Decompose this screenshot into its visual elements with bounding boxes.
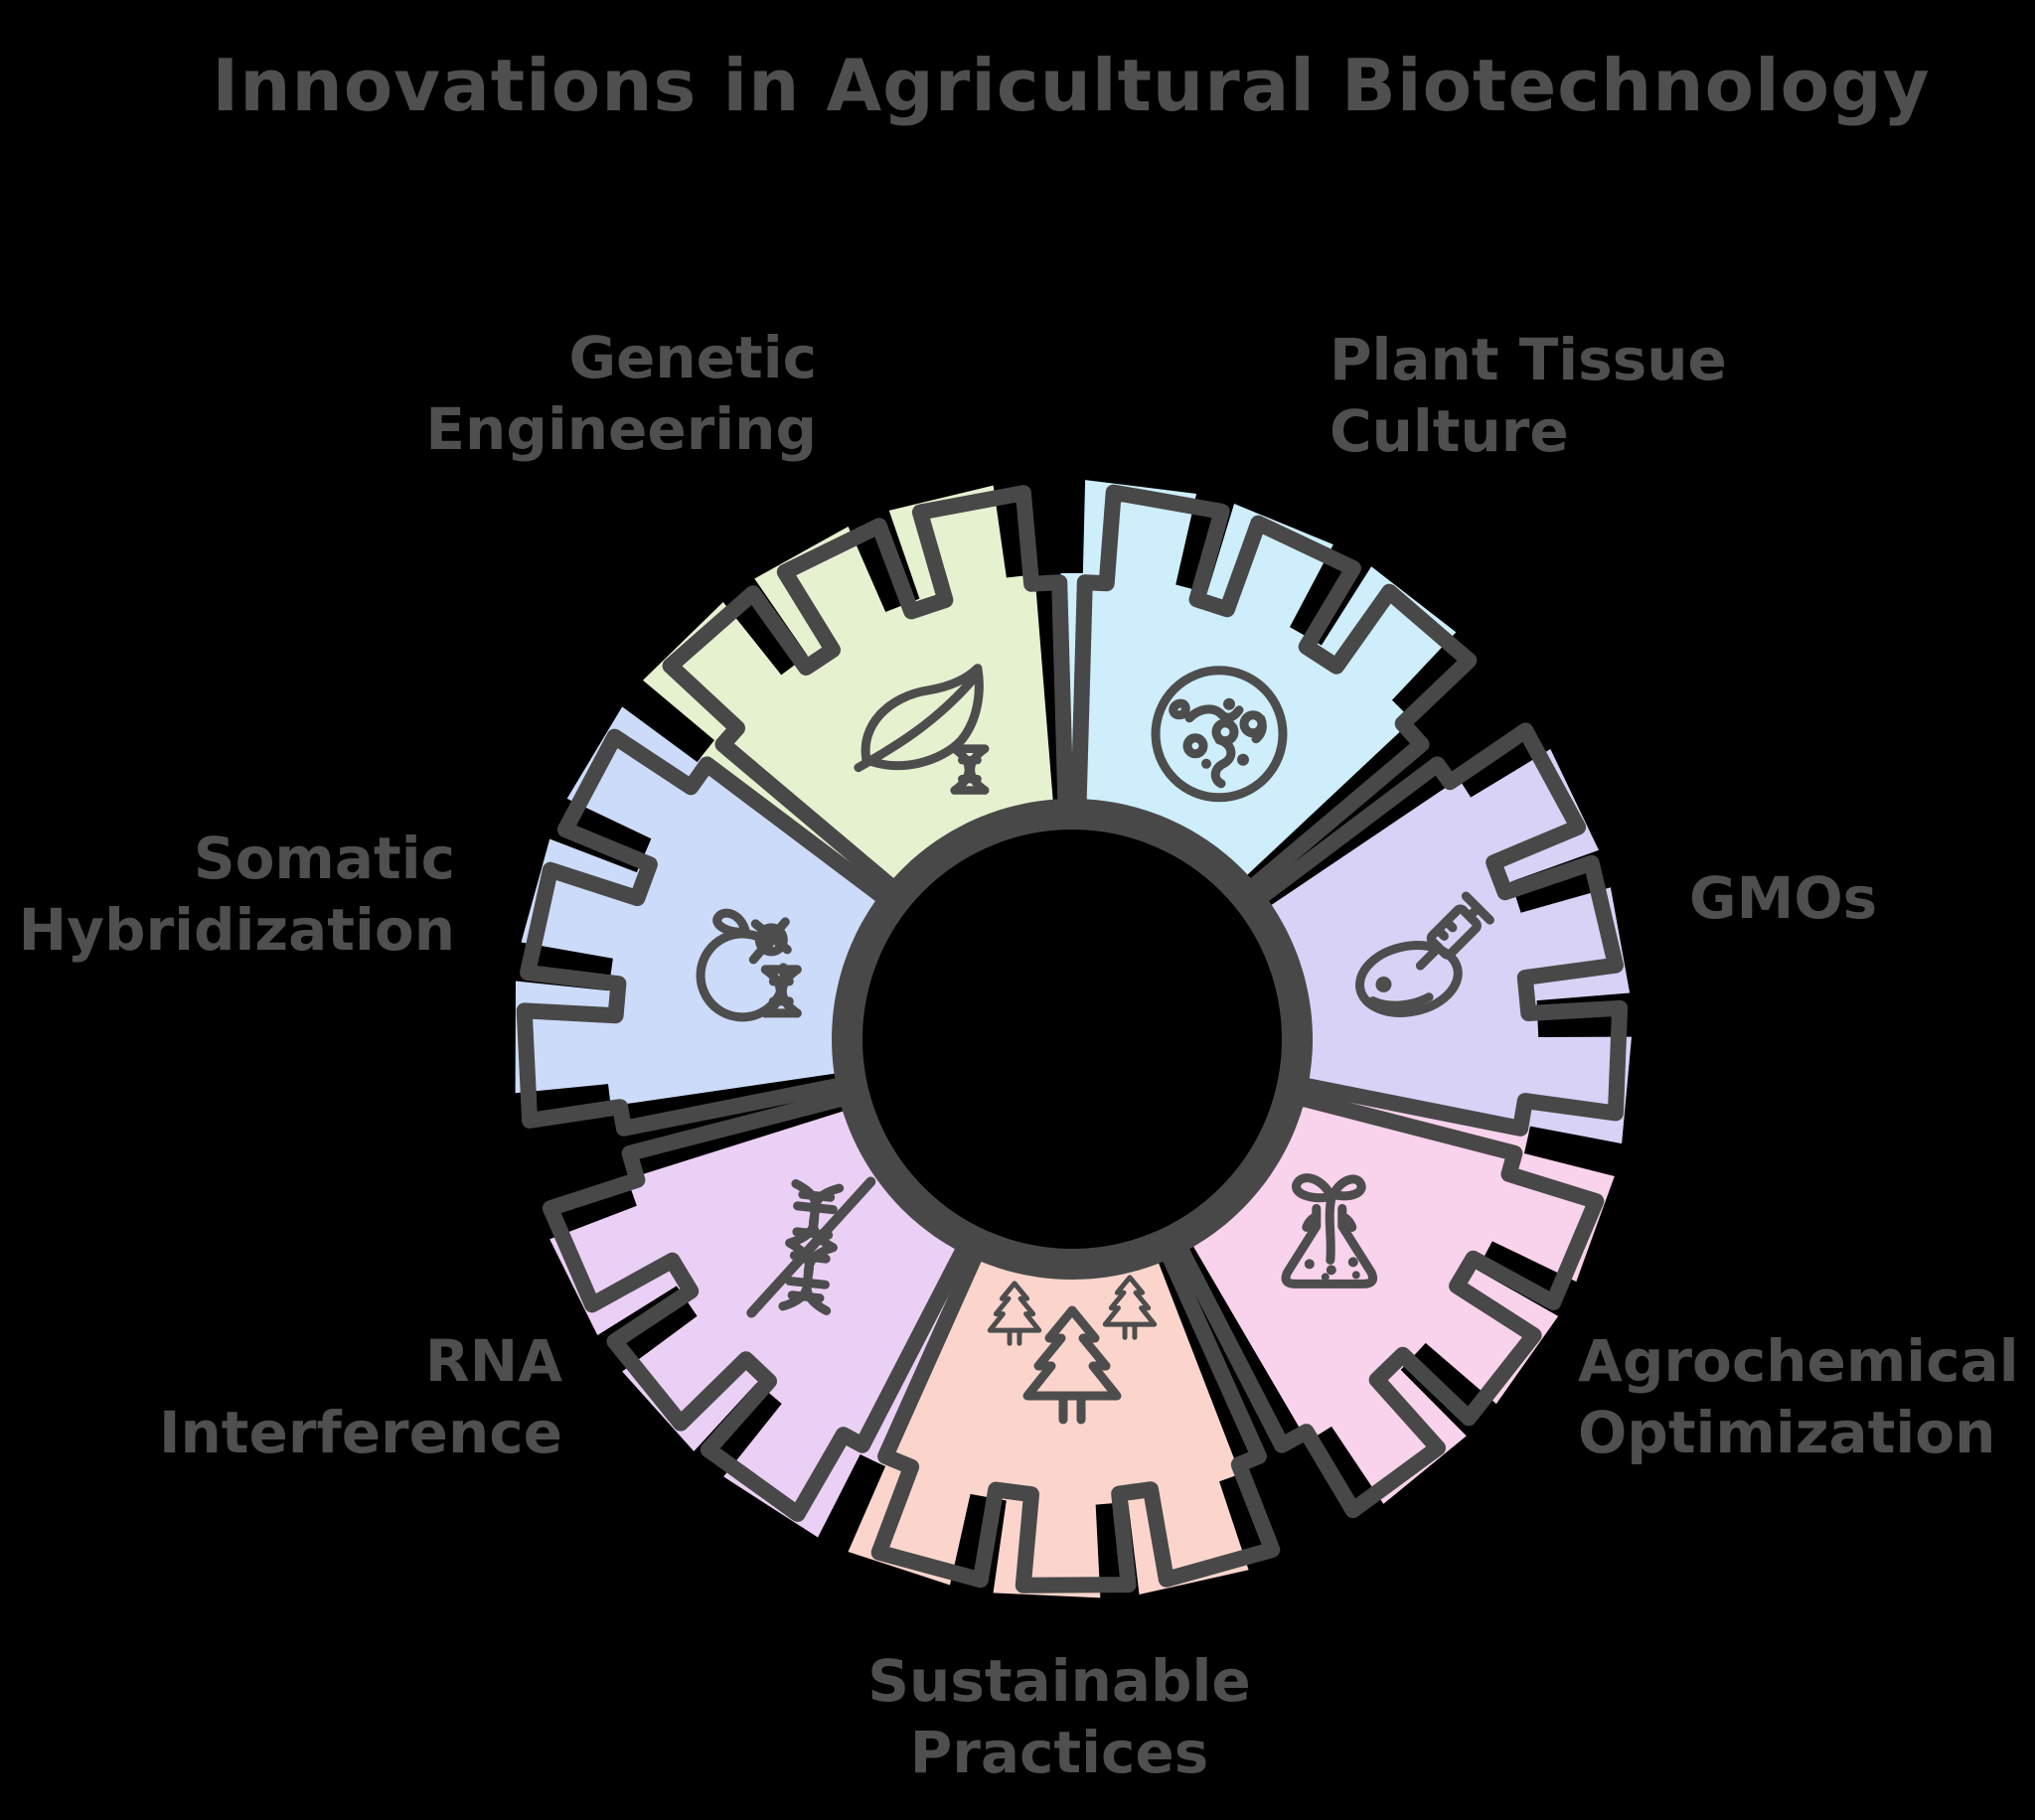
gear-hub-circle [845, 812, 1300, 1267]
label-genetic-engineering: Genetic Engineering [425, 324, 817, 463]
segment-rna-interference [542, 1089, 974, 1522]
pine-trees-icon [987, 1275, 1158, 1425]
label-rna-interference: RNA Interference [158, 1327, 562, 1466]
flask-sprout-icon [1281, 1173, 1378, 1289]
segment-gmos [1250, 722, 1629, 1137]
apple-dna-icon [696, 908, 802, 1022]
leaf-dna-icon [854, 664, 990, 795]
page-title: Innovations in Agricultural Biotechnolog… [212, 44, 1931, 127]
dna-slash-icon [746, 1176, 876, 1318]
segment-sustainable-practices [870, 1243, 1281, 1593]
segment-fill-genetic-engineering [643, 485, 1053, 896]
segment-somatic-hybridization [516, 728, 894, 1137]
segment-genetic-engineering [662, 485, 1074, 898]
segment-plant-tissue-culture [1070, 484, 1478, 898]
label-agrochemical-optimization: Agrochemical Optimization [1578, 1327, 2019, 1466]
label-gmos: GMOs [1689, 864, 1878, 932]
label-plant-tissue-culture: Plant Tissue Culture [1330, 326, 1727, 465]
label-sustainable-practices: Sustainable Practices [867, 1647, 1251, 1786]
label-somatic-hybridization: Somatic Hybridization [18, 825, 455, 964]
syringe-cell-icon [1355, 891, 1494, 1017]
petri-dish-icon [1151, 666, 1288, 803]
segment-agrochemical-optimization [1171, 1089, 1605, 1519]
